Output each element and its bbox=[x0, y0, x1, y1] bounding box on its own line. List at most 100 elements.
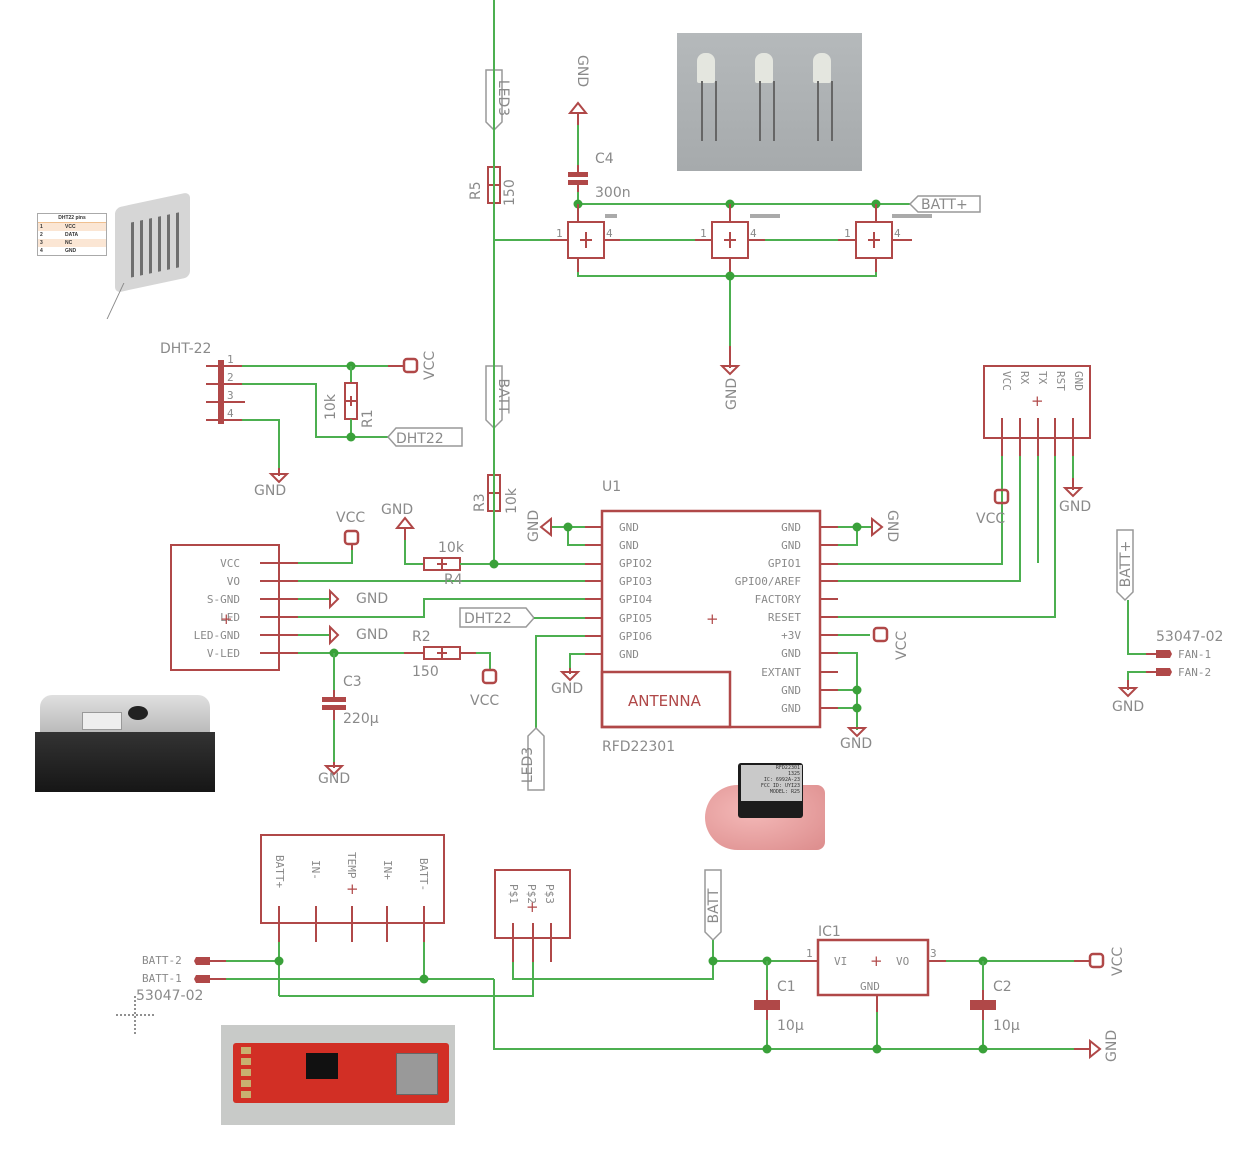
svg-text:GPIO4: GPIO4 bbox=[619, 593, 652, 606]
rgb-led-2: 1 4 bbox=[695, 204, 765, 272]
gnd-symbol-u1-left-bottom: GND bbox=[551, 668, 583, 697]
dust-sensor-top bbox=[40, 695, 210, 735]
svg-text:FACTORY: FACTORY bbox=[755, 593, 802, 606]
capacitor-c3 bbox=[322, 690, 346, 720]
svg-text:S-GND: S-GND bbox=[207, 593, 240, 606]
led-3 bbox=[813, 53, 831, 83]
svg-text:LED3: LED3 bbox=[520, 747, 536, 783]
net-flag-dht22: DHT22 bbox=[386, 427, 463, 447]
svg-text:4: 4 bbox=[894, 227, 901, 240]
svg-text:1: 1 bbox=[227, 353, 234, 366]
svg-text:150: 150 bbox=[502, 179, 518, 206]
svg-text:VCC: VCC bbox=[422, 351, 438, 380]
u1-left-pins: GND GND GPIO2 GPIO3 GPIO4 GPIO5 GPIO6 GN… bbox=[585, 521, 652, 661]
svg-text:VO: VO bbox=[896, 955, 909, 968]
svg-text:IC1: IC1 bbox=[818, 924, 841, 940]
svg-text:3: 3 bbox=[930, 947, 937, 960]
gnd-symbol-c3: GND bbox=[318, 762, 350, 787]
rgb-led-photo bbox=[677, 33, 862, 171]
svg-text:53047-02: 53047-02 bbox=[136, 988, 203, 1004]
svg-text:VCC: VCC bbox=[1110, 947, 1126, 976]
vcc-symbol-reg: VCC bbox=[1074, 947, 1126, 976]
svg-text:GPIO6: GPIO6 bbox=[619, 630, 652, 643]
rgb-led-3: 1 4 bbox=[838, 204, 912, 272]
led-2-legs bbox=[759, 81, 775, 141]
svg-text:10k: 10k bbox=[323, 393, 339, 420]
regulator-section: BATT IC1 1 3 VI VO GND + VCC C1 bbox=[704, 869, 1126, 1062]
svg-text:VCC: VCC bbox=[470, 693, 499, 709]
svg-text:LED3: LED3 bbox=[495, 80, 511, 116]
svg-text:BATT-1: BATT-1 bbox=[142, 972, 182, 985]
svg-text:GND: GND bbox=[1059, 499, 1091, 515]
svg-text:GND: GND bbox=[1112, 699, 1144, 715]
charger-ic bbox=[306, 1053, 338, 1079]
led-3-legs bbox=[817, 81, 833, 141]
dust-sensor-photo bbox=[30, 690, 220, 800]
svg-text:GND: GND bbox=[356, 591, 388, 607]
vcc-symbol-dust: VCC bbox=[336, 510, 365, 550]
origin-cross: + bbox=[870, 952, 883, 970]
net-flag-led3-u1: LED3 bbox=[520, 726, 545, 791]
svg-text:U1: U1 bbox=[602, 479, 621, 495]
dht22-section: DHT-22 1 2 3 4 VCC 10k R1 DHT22 bbox=[160, 341, 463, 499]
dht22-table-title: DHT22 pins bbox=[38, 214, 106, 223]
svg-text:GPIO2: GPIO2 bbox=[619, 557, 652, 570]
svg-text:VCC: VCC bbox=[220, 557, 240, 570]
svg-text:DHT22: DHT22 bbox=[464, 611, 512, 627]
svg-text:GPIO5: GPIO5 bbox=[619, 612, 652, 625]
charger-pads bbox=[241, 1047, 251, 1102]
gnd-symbol-fan: GND bbox=[1112, 680, 1144, 715]
rfd22301-module-photo: RFD22301 1325 IC: 6992A-23 FCC ID: UYI23… bbox=[700, 755, 835, 865]
svg-text:GND: GND bbox=[318, 771, 350, 787]
svg-text:1: 1 bbox=[844, 227, 851, 240]
dht22-connector bbox=[218, 360, 224, 424]
gnd-symbol-u1-right-bottom: GND bbox=[840, 727, 872, 752]
vcc-symbol-r2: VCC bbox=[470, 668, 499, 709]
led-marker bbox=[605, 214, 617, 218]
svg-text:LED: LED bbox=[220, 611, 240, 624]
svg-text:R2: R2 bbox=[412, 629, 431, 645]
svg-text:DHT22: DHT22 bbox=[396, 431, 444, 447]
gnd-symbol-uart: GND bbox=[1059, 478, 1091, 515]
svg-text:GND: GND bbox=[884, 510, 900, 542]
svg-text:GND: GND bbox=[356, 627, 388, 643]
gnd-symbol-sgnd: GND bbox=[329, 588, 388, 610]
origin-cross: + bbox=[706, 610, 719, 628]
svg-text:BATT+: BATT+ bbox=[921, 197, 968, 213]
svg-text:GND: GND bbox=[1072, 371, 1085, 391]
gnd-symbol-ledgnd: GND bbox=[329, 624, 388, 646]
svg-text:C2: C2 bbox=[993, 979, 1012, 995]
svg-text:220µ: 220µ bbox=[343, 711, 379, 727]
origin-cross: + bbox=[526, 898, 539, 916]
svg-text:R1: R1 bbox=[360, 409, 376, 428]
svg-text:GND: GND bbox=[781, 684, 801, 697]
u1-rfd22301: U1 ANTENNA + RFD22301 GND GND GPIO2 GPIO… bbox=[520, 440, 1056, 791]
svg-text:BATT: BATT bbox=[706, 888, 722, 923]
svg-text:RX: RX bbox=[1018, 371, 1031, 385]
svg-text:4: 4 bbox=[227, 407, 234, 420]
svg-text:+3V: +3V bbox=[781, 629, 801, 642]
svg-text:FAN-1: FAN-1 bbox=[1178, 648, 1211, 661]
svg-text:10µ: 10µ bbox=[777, 1018, 804, 1034]
svg-text:V-LED: V-LED bbox=[207, 647, 240, 660]
svg-text:GND: GND bbox=[781, 702, 801, 715]
svg-text:VI: VI bbox=[834, 955, 847, 968]
led-marker bbox=[750, 214, 780, 218]
charger-board-photo bbox=[221, 1025, 455, 1125]
led-1-legs bbox=[701, 81, 717, 141]
svg-text:GPIO1: GPIO1 bbox=[768, 557, 801, 570]
svg-text:TX: TX bbox=[1036, 371, 1049, 385]
svg-text:C3: C3 bbox=[343, 674, 362, 690]
svg-text:GND: GND bbox=[781, 521, 801, 534]
regulator-ic1 bbox=[816, 938, 930, 997]
gnd-symbol-top: GND bbox=[567, 55, 590, 125]
svg-text:VCC: VCC bbox=[894, 631, 910, 660]
svg-text:2: 2 bbox=[227, 371, 234, 384]
gnd-symbol-reg: GND bbox=[1074, 1030, 1120, 1062]
dust-sensor-section: VCC VO S-GND LED LED-GND V-LED + VCC GND bbox=[170, 502, 585, 787]
svg-text:GND: GND bbox=[619, 521, 639, 534]
svg-text:TEMP: TEMP bbox=[345, 852, 358, 879]
